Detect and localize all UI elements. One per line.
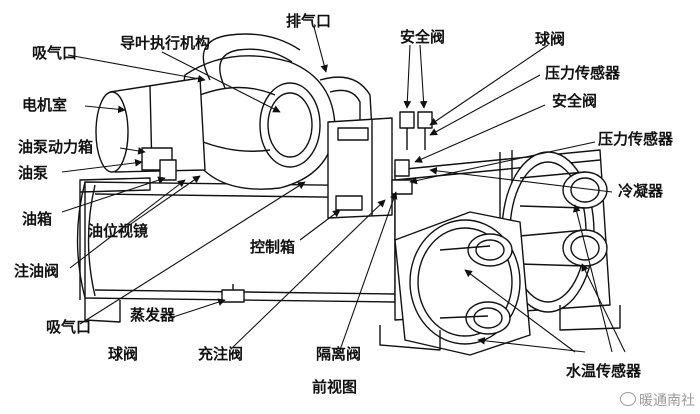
oil-pump-box: [141, 147, 177, 181]
label-charging-valve: 充注阀: [198, 345, 244, 363]
label-ball-valve-bottom: 球阀: [108, 345, 139, 363]
compressor: [181, 55, 336, 190]
label-intake-top: 吸气口: [32, 44, 78, 62]
label-isolation-valve: 隔离阀: [316, 345, 362, 363]
weibo-logo-icon: [620, 392, 636, 406]
label-oil-pump: 油泵: [18, 164, 49, 182]
label-oil-pump-power-box: 油泵动力箱: [18, 138, 94, 156]
evaporator-waterbox: [394, 211, 531, 356]
suction-pipe: [202, 33, 301, 89]
label-ball-valve-top: 球阀: [535, 30, 566, 48]
label-evaporator: 蒸发器: [130, 306, 176, 324]
label-exhaust-port: 排气口: [286, 12, 332, 30]
label-safety-valve-right: 安全阀: [552, 92, 598, 110]
label-safety-valve-top: 安全阀: [400, 28, 446, 46]
label-water-temp-sensor: 水温传感器: [566, 362, 642, 380]
figure-caption: 前视图: [312, 378, 358, 396]
label-guide-vane-actuator: 导叶执行机构: [120, 34, 211, 52]
label-oil-fill-valve: 注油阀: [14, 262, 60, 280]
watermark: 暖通南社: [620, 392, 695, 409]
leader-lines: [61, 26, 626, 353]
label-control-box: 控制箱: [250, 238, 296, 256]
label-pressure-sensor-top: 压力传感器: [545, 64, 621, 82]
control-box-drawing: [327, 117, 393, 219]
bottom-ball-valve: [221, 284, 245, 303]
safety-valves: [391, 111, 433, 195]
label-oil-sight-glass: 油位视镜: [88, 222, 149, 240]
label-pressure-sensor-right: 压力传感器: [598, 130, 674, 148]
label-condenser: 冷凝器: [618, 182, 664, 200]
label-oil-tank: 油箱: [22, 210, 53, 228]
label-intake-bottom: 吸气口: [46, 318, 92, 336]
base-frame: [79, 177, 621, 351]
watermark-text: 暖通南社: [639, 393, 695, 409]
label-motor-room: 电机室: [22, 96, 68, 114]
